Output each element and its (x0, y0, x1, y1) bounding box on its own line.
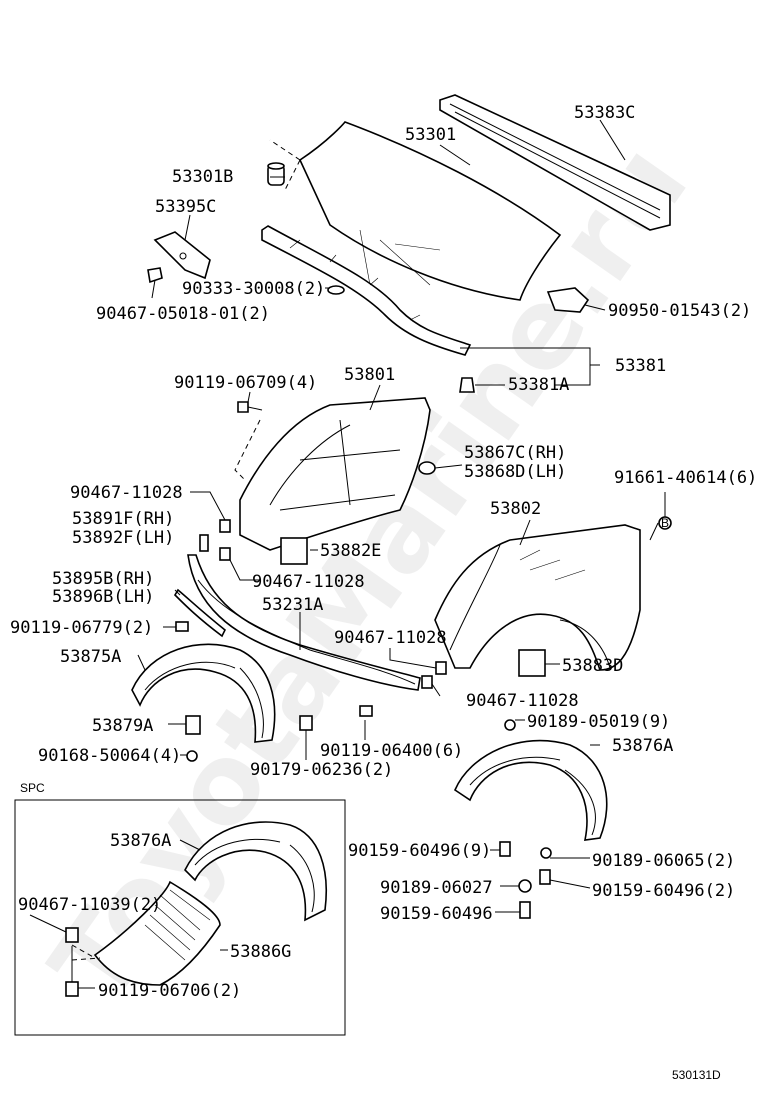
fender-liner-53876a (454, 739, 608, 841)
screw-90159-60496-9 (499, 841, 511, 857)
seal-53891f (199, 534, 209, 552)
label-90333-30008: 90333-30008(2) (182, 279, 325, 299)
screw-90159-60496 (519, 901, 531, 919)
leader-lines (29, 119, 666, 989)
label-90168-50064: 90168-50064(4) (38, 746, 181, 766)
label-53868d: 53868D(LH) (464, 462, 566, 482)
label-90467-11028-b: 90467-11028 (252, 572, 365, 592)
clip-90467-11028-upper (219, 519, 231, 533)
fender-apron-53801 (234, 397, 431, 551)
label-53882e: 53882E (320, 541, 381, 561)
spc-liner-53876a (184, 821, 328, 922)
label-53381: 53381 (615, 356, 666, 376)
label-90159-60496-9: 90159-60496(9) (348, 841, 491, 861)
spc-label: SPC (20, 781, 45, 795)
label-53395c: 53395C (155, 197, 216, 217)
label-90159-60496-2: 90159-60496(2) (592, 881, 735, 901)
label-53896b: 53896B(LH) (52, 587, 154, 607)
hood-support-beam (261, 225, 472, 356)
label-53381a: 53381A (508, 375, 569, 395)
label-53301: 53301 (405, 125, 456, 145)
hood-panel (269, 121, 562, 301)
label-53383c: 53383C (574, 103, 635, 123)
label-90189-06065: 90189-06065(2) (592, 851, 735, 871)
label-53879a: 53879A (92, 716, 153, 736)
part-labels: 53383C 53301 53301B 53395C 90333-30008(2… (10, 103, 757, 1001)
bolt-90119-06400 (359, 705, 373, 717)
fender-liner-53875a (131, 643, 276, 743)
label-53801: 53801 (344, 365, 395, 385)
label-90467-11039: 90467-11039(2) (18, 895, 161, 915)
clip-53381a (459, 377, 475, 393)
clip-90467-11028-fender-lower (421, 675, 433, 689)
label-53301b: 53301B (172, 167, 233, 187)
marker-b-text: B (661, 516, 669, 530)
bolt-90119-06709 (237, 401, 263, 413)
clip-90189-06027 (518, 879, 532, 893)
cushion-53867c (418, 461, 436, 475)
label-90119-06779: 90119-06779(2) (10, 618, 153, 638)
spc-box (14, 799, 346, 1036)
label-90119-06400: 90119-06400(6) (320, 741, 463, 761)
label-90189-06027: 90189-06027 (380, 878, 493, 898)
label-90179-06236: 90179-06236(2) (250, 760, 393, 780)
label-53883d: 53883D (562, 656, 623, 676)
hood-stop-cushion (267, 162, 285, 186)
clip-90950-01543 (546, 287, 590, 313)
label-90467-11028-d: 90467-11028 (466, 691, 579, 711)
screw-90159-60496-2 (539, 869, 551, 885)
label-91661-40614: 91661-40614(6) (614, 468, 757, 488)
hood-seal-strip (439, 94, 671, 231)
clip-90467-05018 (147, 267, 163, 284)
label-53875a: 53875A (60, 647, 121, 667)
label-53892f: 53892F(LH) (72, 528, 174, 548)
label-53876a-spc: 53876A (110, 831, 171, 851)
label-90467-11028-a: 90467-11028 (70, 483, 183, 503)
seal-53882e (280, 537, 308, 565)
label-53231a: 53231A (262, 595, 323, 615)
label-53876a: 53876A (612, 736, 673, 756)
label-90467-05018: 90467-05018-01(2) (96, 304, 270, 324)
clip-90189-06065 (540, 847, 552, 859)
label-90119-06706: 90119-06706(2) (98, 981, 241, 1001)
clip-90467-11028-fender-upper (435, 661, 447, 675)
retainer-53879a (185, 715, 201, 735)
hood-bracket-53395c (153, 231, 211, 280)
label-53886g: 53886G (230, 942, 291, 962)
clip-90467-11028-lower (219, 547, 231, 561)
label-53802: 53802 (490, 499, 541, 519)
label-53867c: 53867C(RH) (464, 443, 566, 463)
label-90950-01543: 90950-01543(2) (608, 301, 751, 321)
grommet-90333 (327, 285, 345, 295)
bumper-reinforcement-53231a (187, 554, 421, 691)
label-53895b: 53895B(RH) (52, 569, 154, 589)
front-fender-53802 (434, 524, 641, 671)
bolt-90119-06779 (175, 621, 189, 632)
label-90467-11028-c: 90467-11028 (334, 628, 447, 648)
label-53891f: 53891F(RH) (72, 509, 174, 529)
label-90189-05019: 90189-05019(9) (527, 712, 670, 732)
seal-53883d (518, 649, 546, 677)
clip-90189-05019 (504, 719, 516, 731)
label-90119-06709: 90119-06709(4) (174, 373, 317, 393)
spc-shield-53886g (93, 880, 221, 986)
diagram-code: 530131D (672, 1068, 721, 1082)
seal-53895b (173, 588, 227, 638)
nut-90168 (186, 750, 198, 762)
bolt-90119-06706 (65, 981, 79, 997)
clip-90467-11039 (65, 927, 79, 943)
clip-90179 (299, 715, 313, 731)
label-90159-60496: 90159-60496 (380, 904, 493, 924)
